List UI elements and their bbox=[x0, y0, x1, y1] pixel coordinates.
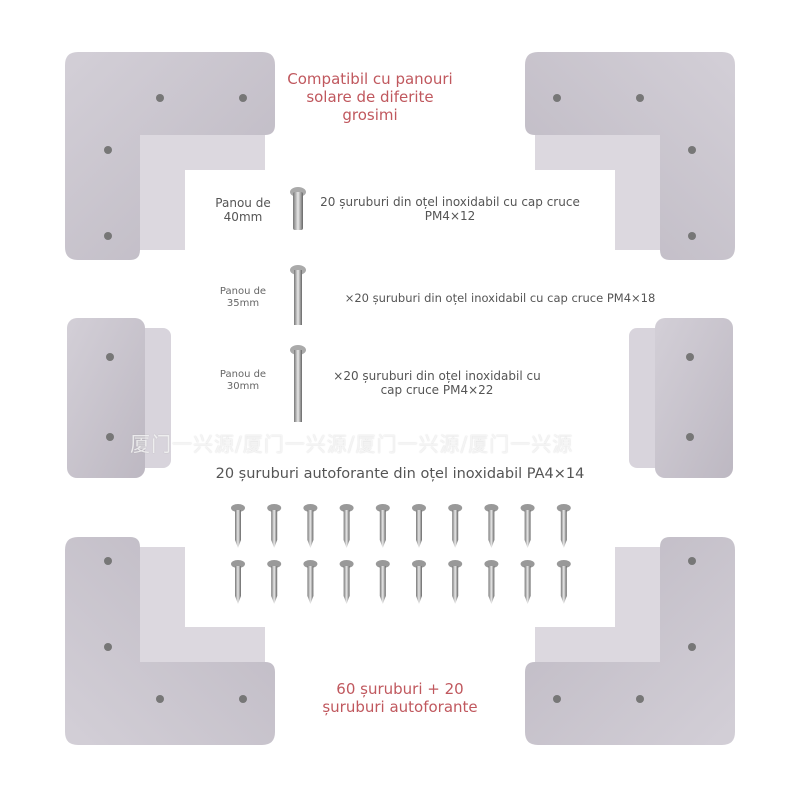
self-tapping-screw bbox=[412, 504, 426, 548]
screw-desc-30: ×20 șuruburi din oțel inoxidabil cu cap … bbox=[312, 369, 562, 398]
side-bracket-right bbox=[629, 318, 733, 478]
self-tapping-screw bbox=[484, 504, 499, 548]
screw-desc-line: PM4×12 bbox=[424, 209, 476, 224]
screw-desc-line: 20 șuruburi din oțel inoxidabil cu cap c… bbox=[320, 195, 580, 209]
headline-line: Compatibil cu panouri bbox=[287, 70, 453, 88]
self-tapping-screw bbox=[448, 504, 463, 548]
self-tapping-screw bbox=[484, 560, 499, 604]
self-tapping-screw bbox=[520, 504, 535, 548]
panel-label-line: Panou de bbox=[215, 196, 271, 210]
total-line: șuruburi autoforante bbox=[322, 698, 478, 716]
side-bracket-left bbox=[67, 318, 171, 478]
self-tapping-screw bbox=[231, 560, 245, 604]
self-tapping-screw bbox=[231, 504, 245, 548]
self-tapping-screw bbox=[267, 560, 282, 604]
self-tapping-screw bbox=[448, 560, 463, 604]
total-label: 60 șuruburi + 20 șuruburi autoforante bbox=[290, 680, 510, 716]
total-line: 60 șuruburi + 20 bbox=[336, 680, 464, 698]
screw-desc-40: 20 șuruburi din oțel inoxidabil cu cap c… bbox=[300, 195, 600, 224]
panel-label-35: Panou de 35mm bbox=[210, 286, 276, 310]
corner-bracket-top-left bbox=[65, 52, 275, 260]
screw-pm4x18 bbox=[290, 265, 306, 325]
screw-desc-line: ×20 șuruburi din oțel inoxidabil cu bbox=[333, 369, 541, 383]
screw-desc-line: ×20 șuruburi din oțel inoxidabil cu cap … bbox=[344, 291, 656, 305]
panel-label-line: Panou de bbox=[219, 369, 267, 380]
screw-desc-line: cap cruce PM4×22 bbox=[380, 383, 494, 398]
self-tapping-screw bbox=[339, 560, 354, 604]
self-tapping-screw-grid bbox=[231, 504, 571, 604]
self-tapping-screw bbox=[556, 504, 571, 548]
panel-label-line: 35mm bbox=[226, 298, 260, 309]
self-tapping-screw bbox=[303, 504, 318, 548]
panel-label-line: 40mm bbox=[223, 210, 263, 225]
headline: Compatibil cu panouri solare de diferite… bbox=[270, 70, 470, 124]
headline-line: solare de diferite bbox=[306, 88, 434, 106]
self-tapping-screw bbox=[375, 504, 390, 548]
screw-pm4x12 bbox=[290, 187, 306, 230]
panel-label-40: Panou de 40mm bbox=[200, 196, 286, 225]
corner-bracket-top-right bbox=[525, 52, 735, 260]
corner-bracket-bottom-left bbox=[65, 537, 275, 745]
self-tapping-screw bbox=[556, 560, 571, 604]
self-tapping-screw bbox=[303, 560, 318, 604]
self-tapping-screw bbox=[520, 560, 535, 604]
headline-line: grosimi bbox=[342, 106, 398, 124]
corner-bracket-bottom-right bbox=[525, 537, 735, 745]
self-tapping-label: 20 șuruburi autoforante din oțel inoxida… bbox=[215, 466, 585, 482]
screw-desc-35: ×20 șuruburi din oțel inoxidabil cu cap … bbox=[330, 291, 670, 306]
self-tapping-screw bbox=[339, 504, 354, 548]
screw-pm4x22 bbox=[290, 345, 306, 422]
self-tapping-screw bbox=[267, 504, 282, 548]
self-tapping-screw bbox=[375, 560, 390, 604]
panel-label-30: Panou de 30mm bbox=[210, 369, 276, 393]
panel-label-line: Panou de bbox=[219, 286, 267, 297]
watermark: 厦门一兴源/厦门一兴源/厦门一兴源/厦门一兴源 bbox=[130, 432, 574, 456]
self-tapping-screw bbox=[412, 560, 426, 604]
panel-label-line: 30mm bbox=[226, 381, 260, 392]
